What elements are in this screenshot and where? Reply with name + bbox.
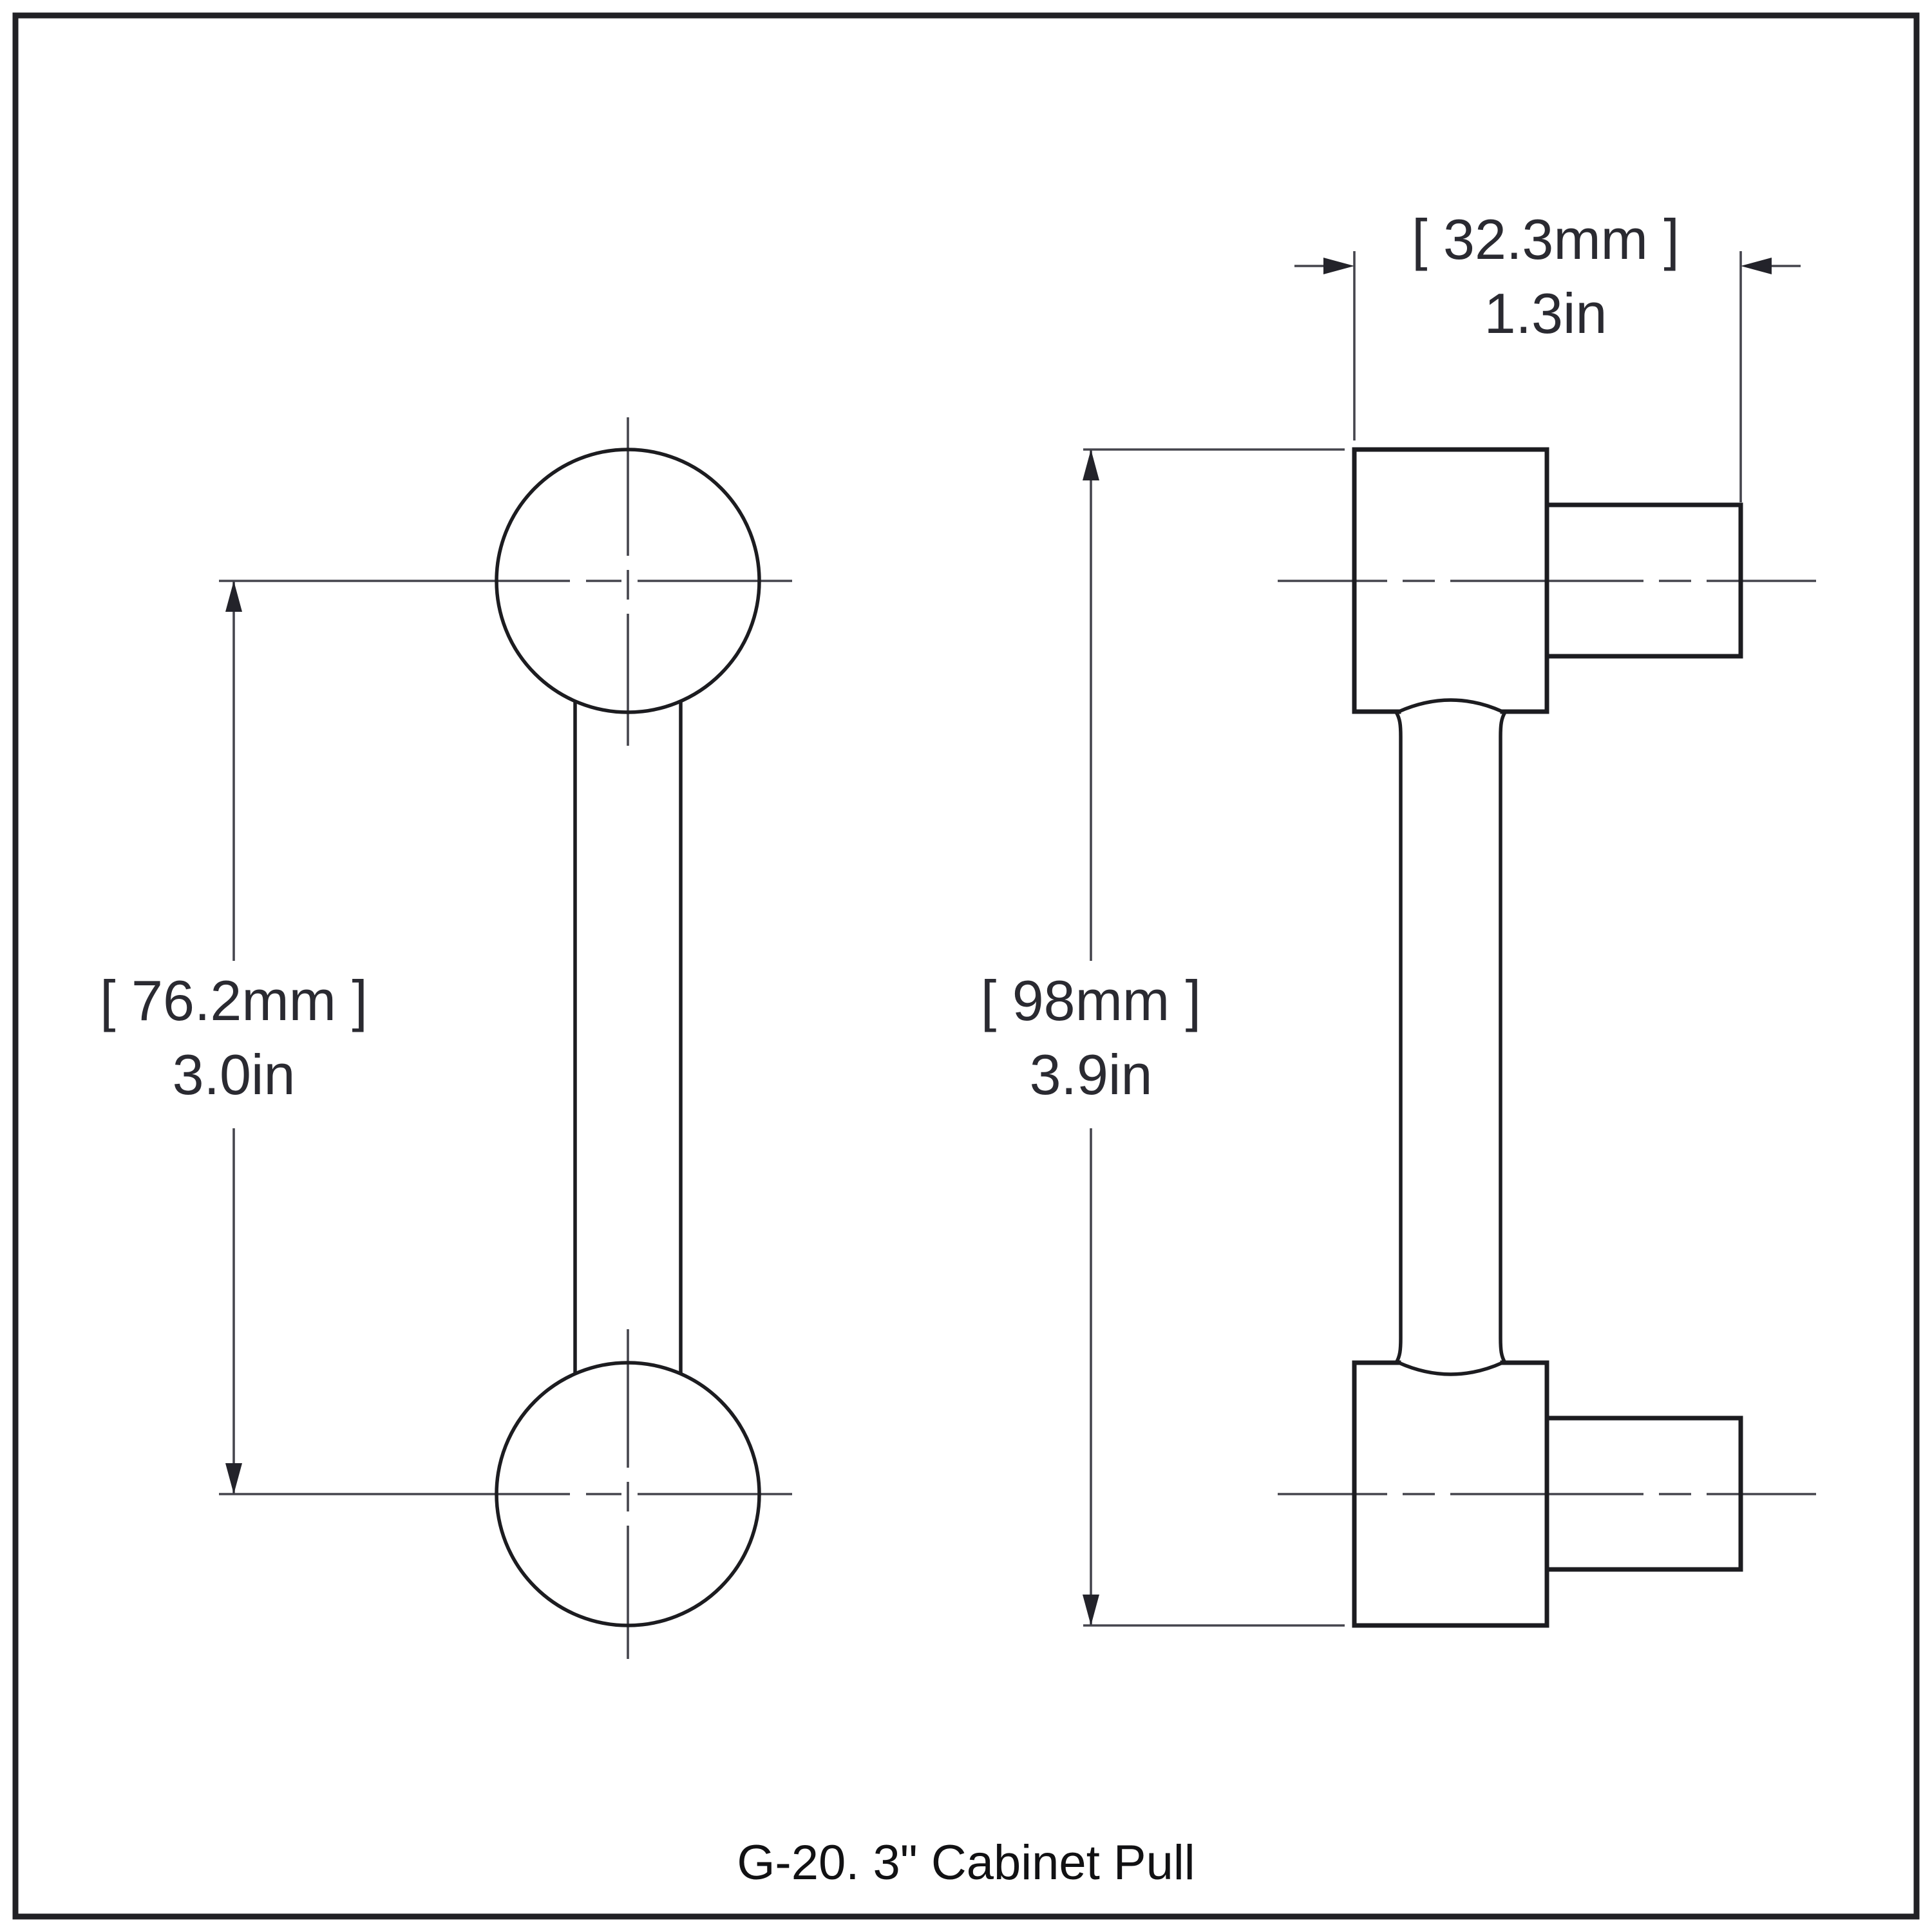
drawing-border: [12, 12, 1920, 1920]
dim-overall-length: [ 98mm ] 3.9in: [981, 448, 1345, 1627]
caption: G-20. 3" Cabinet Pull: [737, 1835, 1195, 1890]
dim-center-to-center: [ 76.2mm ] 3.0in: [100, 581, 368, 1494]
top-mount-stem: [1544, 502, 1743, 659]
dim-metric-label: [ 32.3mm ]: [1412, 207, 1680, 271]
bottom-cap-outline: [1352, 1360, 1549, 1628]
dim-metric-label: [ 76.2mm ]: [100, 969, 368, 1032]
dim-imperial-label: 1.3in: [1484, 281, 1607, 345]
bottom-mount-stem: [1544, 1416, 1743, 1572]
side-view: [1278, 447, 1817, 1628]
arrow-right-icon: [1323, 258, 1354, 274]
bottom-mount-circle: [495, 1361, 761, 1627]
arrow-down-icon: [225, 1463, 242, 1494]
bottom-cap-grip-seam-arc: [1397, 1361, 1504, 1376]
dim-imperial-label: 3.0in: [173, 1043, 296, 1106]
dim-depth: [ 32.3mm ] 1.3in: [1294, 207, 1801, 502]
dim-imperial-label: 3.9in: [1030, 1043, 1153, 1106]
arrow-down-icon: [1083, 1595, 1099, 1625]
top-cap-grip-seam-arc: [1397, 698, 1504, 714]
grip-bar-right-profile: [1499, 711, 1507, 1364]
front-view: [219, 417, 792, 1659]
arrow-up-icon: [1083, 450, 1099, 480]
top-mount-circle: [495, 448, 761, 714]
arrow-up-icon: [225, 581, 242, 612]
top-cap-outline: [1352, 447, 1549, 714]
arrow-left-icon: [1741, 258, 1772, 274]
grip-bar-left-profile: [1394, 711, 1403, 1364]
dim-metric-label: [ 98mm ]: [981, 969, 1201, 1032]
